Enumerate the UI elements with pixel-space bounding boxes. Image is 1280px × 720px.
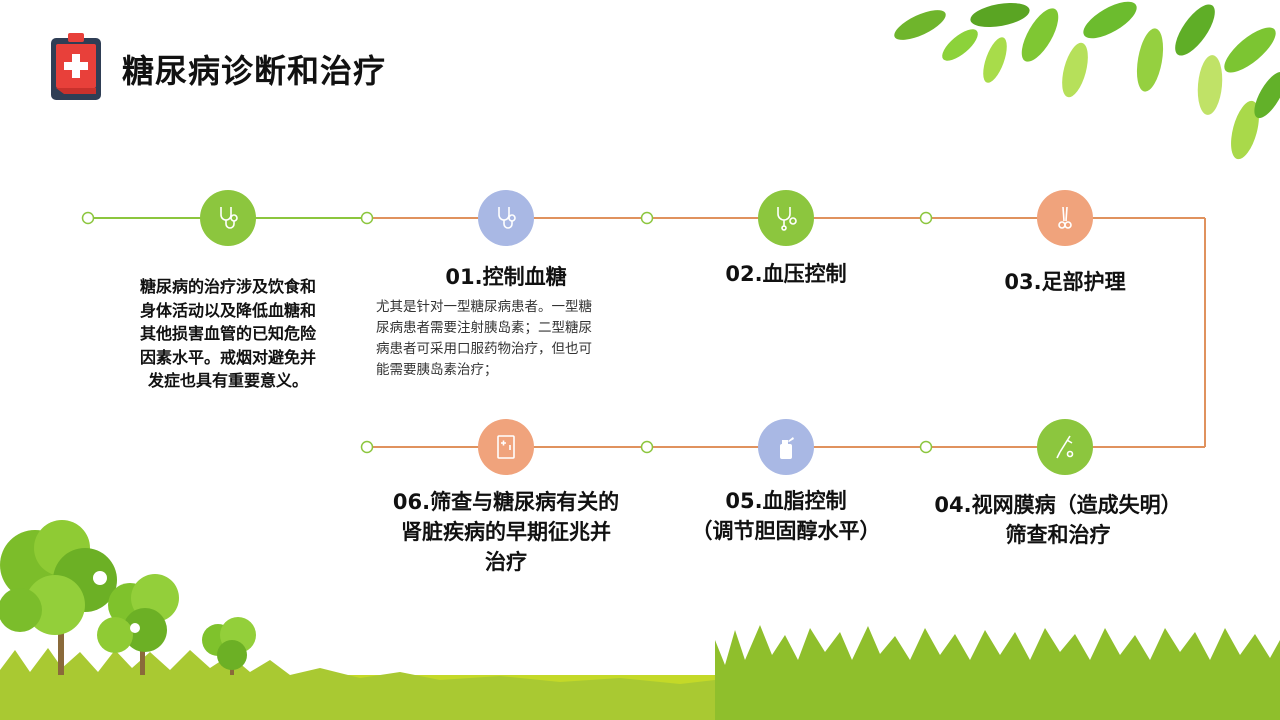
step-6-node — [478, 419, 534, 475]
step-3-node — [1037, 190, 1093, 246]
description-line: 能需要胰岛素治疗； — [376, 362, 498, 378]
stethoscope-icon — [777, 207, 797, 231]
page-title: 糖尿病诊断和治疗 — [122, 52, 387, 90]
intro-line: 发症也具有重要意义。 — [147, 371, 308, 390]
intro-node — [200, 190, 256, 246]
intro-text: 糖尿病的治疗涉及饮食和 身体活动以及降低血糖和 其他损害血管的已知危险 因素水平… — [118, 275, 338, 393]
heading-line: （调节胆固醇水平） — [691, 519, 881, 543]
step-2-heading: 02.血压控制 — [725, 262, 847, 286]
intro-line: 糖尿病的治疗涉及饮食和 — [139, 277, 316, 296]
heading-line: 筛查和治疗 — [1005, 523, 1111, 547]
step-2-node — [758, 190, 814, 246]
step-5-heading: 05.血脂控制 （调节胆固醇水平） — [666, 486, 906, 546]
stethoscope-icon — [220, 207, 238, 229]
stethoscope-icon — [498, 207, 516, 229]
heading-line: 治疗 — [485, 550, 527, 574]
bottle-icon — [780, 437, 794, 459]
step-5-node — [758, 419, 814, 475]
description-line: 病患者可采用口服药物治疗，但也可 — [376, 341, 592, 357]
intro-line: 因素水平。戒烟对避免并 — [139, 347, 316, 367]
heading-line: 肾脏疾病的早期征兆并 — [401, 520, 611, 544]
description-line: 尿病患者需要注射胰岛素；二型糖尿 — [376, 320, 592, 336]
intro-line: 身体活动以及降低血糖和 — [139, 300, 316, 320]
heading-line: 06.筛查与糖尿病有关的 — [392, 490, 620, 514]
step-4-heading: 04.视网膜病（造成失明） 筛查和治疗 — [918, 490, 1198, 550]
scissors-icon — [1058, 206, 1072, 229]
step-1-heading: 01.控制血糖 — [445, 265, 567, 289]
heading-line: 05.血脂控制 — [725, 489, 847, 513]
description-line: 尤其是针对一型糖尿病患者。一型糖 — [376, 299, 592, 315]
medical-clipboard-logo — [51, 33, 101, 100]
step-1-node — [478, 190, 534, 246]
step-1-description: 尤其是针对一型糖尿病患者。一型糖 尿病患者需要注射胰岛素；二型糖尿 病患者可采用… — [376, 297, 646, 381]
syringe-icon — [1056, 435, 1074, 459]
medical-cabinet-icon — [497, 435, 515, 459]
step-6-heading: 06.筛查与糖尿病有关的 肾脏疾病的早期征兆并 治疗 — [376, 487, 636, 577]
step-4-node — [1037, 419, 1093, 475]
heading-line: 04.视网膜病（造成失明） — [934, 493, 1182, 517]
step-3-heading: 03.足部护理 — [1004, 270, 1126, 294]
intro-line: 其他损害血管的已知危险 — [139, 324, 316, 343]
